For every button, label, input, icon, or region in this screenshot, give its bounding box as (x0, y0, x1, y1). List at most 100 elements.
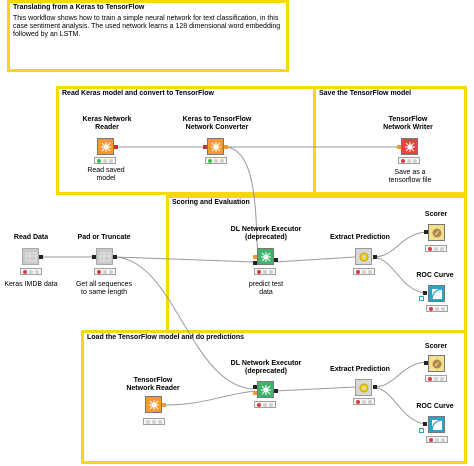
input-port[interactable] (424, 361, 428, 365)
node-status-extract-prediction-1 (353, 268, 375, 275)
scorer-node[interactable]: ✓ (428, 224, 445, 241)
table-icon (99, 252, 111, 262)
node-label-tf-writer: TensorFlow Network Writer (383, 116, 433, 131)
node-status-read-data (20, 268, 42, 275)
extract-prediction-metanode[interactable] (355, 248, 372, 265)
node-label-extract-prediction-1: Extract Prediction (330, 234, 390, 241)
output-port[interactable] (373, 385, 377, 389)
annotation-load-tf-title: Load the TensorFlow model and do predict… (87, 334, 244, 341)
roc-icon (431, 288, 443, 300)
gear-icon (359, 252, 369, 262)
node-label-keras-to-tf: Keras to TensorFlow Network Converter (182, 116, 252, 131)
annotation-save-tf-title: Save the TensorFlow model (319, 90, 412, 97)
scorer-icon: ✓ (432, 228, 442, 238)
node-status-extract-prediction-2 (353, 398, 375, 405)
node-status-keras-to-tf (205, 157, 227, 164)
dl-network-executor-node[interactable] (257, 248, 274, 265)
node-status-dl-executor-2 (254, 401, 276, 408)
pad-or-truncate-node[interactable] (96, 248, 113, 265)
status-light (208, 159, 212, 163)
node-status-tf-writer (398, 157, 420, 164)
node-caption-keras-reader: Read saved model (87, 167, 125, 182)
roc-icon (431, 419, 443, 431)
node-label-roc-curve-2: ROC Curve (416, 403, 454, 410)
status-light (356, 270, 360, 274)
scorer-icon: ✓ (432, 359, 442, 369)
tensorflow-network-reader-node[interactable] (145, 396, 162, 413)
input-port[interactable] (253, 385, 257, 389)
network-icon (261, 252, 271, 262)
status-light (35, 270, 39, 274)
status-light (257, 270, 261, 274)
node-status-pad-truncate (94, 268, 116, 275)
svg-text:✓: ✓ (434, 361, 440, 369)
status-light (441, 438, 445, 442)
scorer-node[interactable]: ✓ (428, 355, 445, 372)
connection-pad-to-executor1 (114, 256, 256, 263)
status-light (109, 159, 113, 163)
status-light (440, 377, 444, 381)
input-port[interactable] (423, 422, 427, 426)
read-data-node[interactable] (22, 248, 39, 265)
output-port[interactable] (162, 403, 166, 407)
status-light (434, 377, 438, 381)
status-light (401, 159, 405, 163)
output-port[interactable] (113, 255, 117, 259)
status-light (29, 270, 33, 274)
tensorflow-network-writer-node[interactable] (401, 138, 418, 155)
status-light (429, 307, 433, 311)
node-status-roc-curve-2 (426, 436, 448, 443)
input-port[interactable] (424, 230, 428, 234)
input-port[interactable] (253, 261, 257, 265)
status-light (214, 159, 218, 163)
status-light (103, 159, 107, 163)
output-port[interactable] (274, 389, 278, 393)
network-icon (149, 400, 159, 410)
node-label-tf-reader: TensorFlow Network Reader (126, 377, 180, 392)
status-light (368, 400, 372, 404)
annotation-read-keras-title: Read Keras model and convert to TensorFl… (62, 90, 214, 97)
connection-extract2-to-scorer2 (373, 361, 426, 388)
input-port[interactable] (253, 391, 257, 395)
keras-network-reader-node[interactable] (97, 138, 114, 155)
node-status-dl-executor-1 (254, 268, 276, 275)
status-light (158, 420, 162, 424)
connection-extract2-to-roc2 (373, 386, 426, 425)
keras-to-tensorflow-converter-node[interactable] (207, 138, 224, 155)
roc-curve-node[interactable] (428, 416, 445, 433)
status-light (109, 270, 113, 274)
output-port[interactable] (224, 145, 228, 149)
input-port[interactable] (253, 255, 257, 259)
node-label-read-data: Read Data (13, 234, 49, 241)
connection-executor1-to-extract1 (274, 256, 356, 263)
input-port[interactable] (92, 255, 96, 259)
connection-executor2-to-extract2 (274, 386, 356, 392)
input-port[interactable] (397, 145, 401, 149)
network-icon (405, 142, 415, 152)
status-light (269, 270, 273, 274)
node-label-extract-prediction-2: Extract Prediction (330, 366, 390, 373)
input-port[interactable] (203, 145, 207, 149)
node-label-roc-curve-1: ROC Curve (416, 272, 454, 279)
image-output-port[interactable] (419, 296, 424, 301)
node-label-scorer-1: Scorer (424, 211, 448, 218)
annotation-scoring-title: Scoring and Evaluation (172, 199, 250, 206)
output-port[interactable] (114, 145, 118, 149)
connection-tfreader-to-executor2 (162, 390, 256, 406)
status-light (429, 438, 433, 442)
input-port[interactable] (423, 291, 427, 295)
node-caption-read-data: Keras IMDB data (4, 281, 58, 288)
output-port[interactable] (274, 258, 278, 262)
node-caption-pad-truncate: Get all sequences to same length (75, 281, 133, 296)
node-label-keras-reader: Keras Network Reader (82, 116, 132, 131)
output-port[interactable] (373, 255, 377, 259)
output-port[interactable] (39, 255, 43, 259)
dl-network-executor-node[interactable] (257, 381, 274, 398)
image-output-port[interactable] (419, 428, 424, 433)
roc-curve-node[interactable] (428, 285, 445, 302)
status-light (146, 420, 150, 424)
extract-prediction-metanode[interactable] (355, 379, 372, 396)
status-light (440, 247, 444, 251)
annotation-intro-title: Translating from a Keras to TensorFlow (13, 4, 145, 11)
